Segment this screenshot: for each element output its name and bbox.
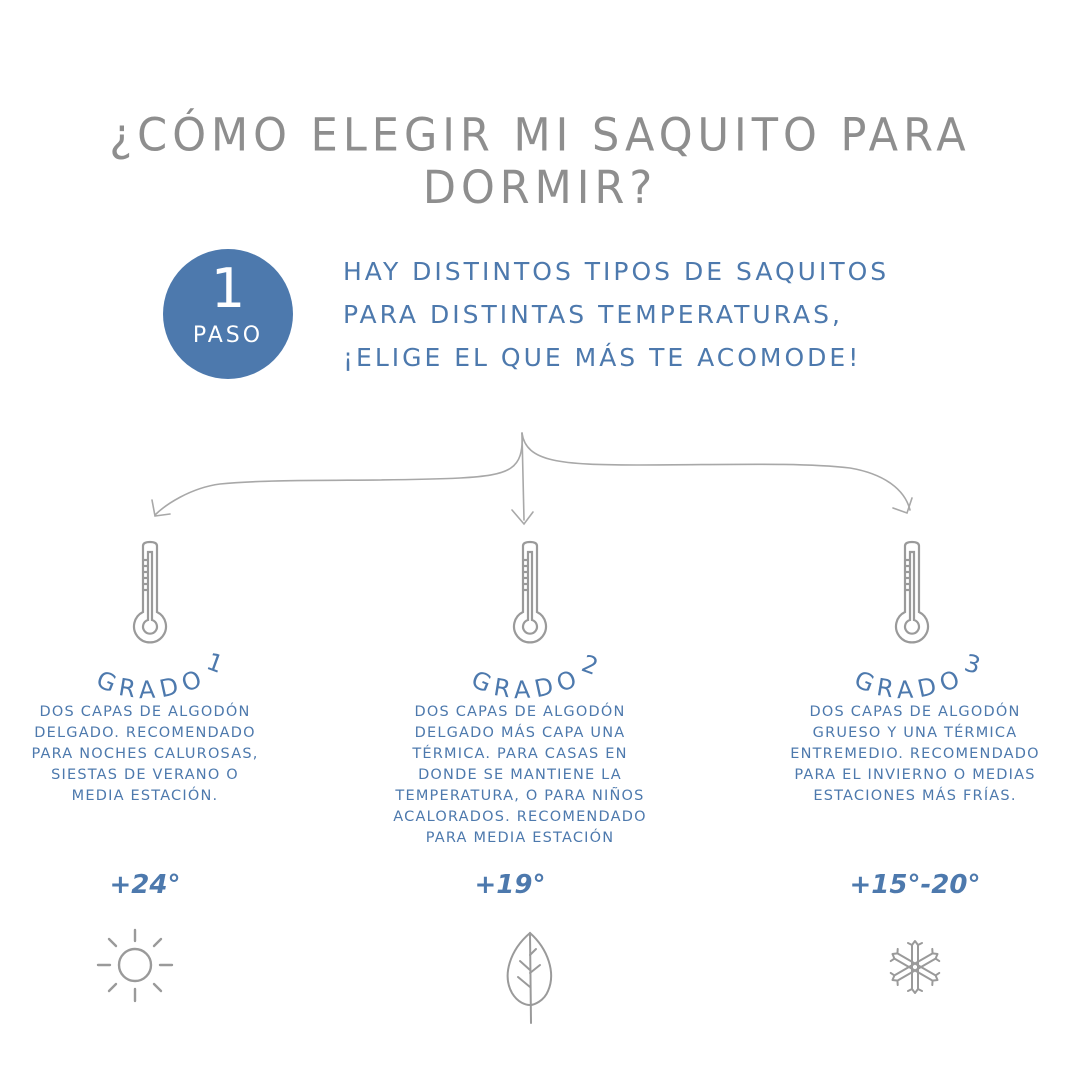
description-line: media estación.	[71, 788, 219, 804]
page-title: ¿Cómo elegir mi saquito para dormir?	[109, 109, 971, 215]
description-line: acalorados. Recomendado	[393, 809, 647, 825]
snowflake-icon	[889, 940, 941, 994]
description-line: estaciones más frías.	[813, 788, 1017, 804]
grado-number: 2	[578, 649, 602, 681]
option-description: Dos capas de algodón delgado. Recomendad…	[0, 702, 295, 807]
temperature-label: +24°	[109, 870, 181, 900]
description-line: para media estación	[425, 830, 615, 846]
description-line: delgado más capa una	[414, 725, 626, 741]
grado-word: GRADO	[92, 663, 204, 704]
description-line: entremedio. Recomendado	[790, 746, 1040, 762]
description-line: delgado. Recomendado	[34, 725, 256, 741]
step-badge: 1 PASO	[163, 249, 293, 379]
description-line: Dos capas de algodón	[809, 704, 1021, 720]
thermometer-icon	[894, 540, 930, 644]
grado-word: GRADO	[850, 663, 962, 704]
branch-arrows-icon	[151, 432, 913, 526]
description-line: para el invierno o medias	[794, 767, 1036, 783]
leaf-icon	[506, 931, 553, 1024]
svg-text:GRADO: GRADO	[467, 663, 585, 704]
description-line: temperatura, o para niños	[395, 788, 645, 804]
svg-text:GRADO: GRADO	[92, 663, 210, 704]
svg-text:GRADO: GRADO	[850, 663, 968, 704]
step-text-line: para distintas temperaturas,	[343, 300, 843, 329]
option-description: Dos capas de algodón grueso y una térmic…	[765, 702, 1065, 807]
step-text-line: ¡elige el que más te acomode!	[343, 343, 862, 372]
thermometer-icon	[512, 540, 548, 644]
description-line: para noches calurosas,	[31, 746, 259, 762]
description-line: Dos capas de algodón	[39, 704, 251, 720]
description-line: Dos capas de algodón	[414, 704, 626, 720]
description-line: siestas de verano o	[51, 767, 239, 783]
grado-number: 3	[961, 649, 983, 680]
option-description: Dos capas de algodón delgado más capa un…	[370, 702, 670, 849]
sun-icon	[96, 928, 174, 1003]
description-line: térmica. Para casas en	[412, 746, 628, 762]
grado-label: GRADO 2	[467, 649, 602, 704]
temperature-label: +15°-20°	[849, 870, 981, 900]
grado-word: GRADO	[467, 663, 579, 704]
description-line: donde se mantiene la	[418, 767, 622, 783]
grado-label: GRADO 3	[850, 649, 983, 704]
step-text-line: Hay distintos tipos de saquitos	[343, 257, 890, 286]
description-line: grueso y una térmica	[812, 725, 1018, 741]
step-label: PASO	[192, 323, 264, 348]
step-description: Hay distintos tipos de saquitos para dis…	[343, 250, 963, 379]
grado-label: GRADO 1	[92, 647, 227, 704]
step-number: 1	[210, 257, 246, 320]
temperature-label: +19°	[474, 870, 546, 900]
thermometer-icon	[132, 540, 168, 644]
grado-number: 1	[203, 647, 227, 679]
